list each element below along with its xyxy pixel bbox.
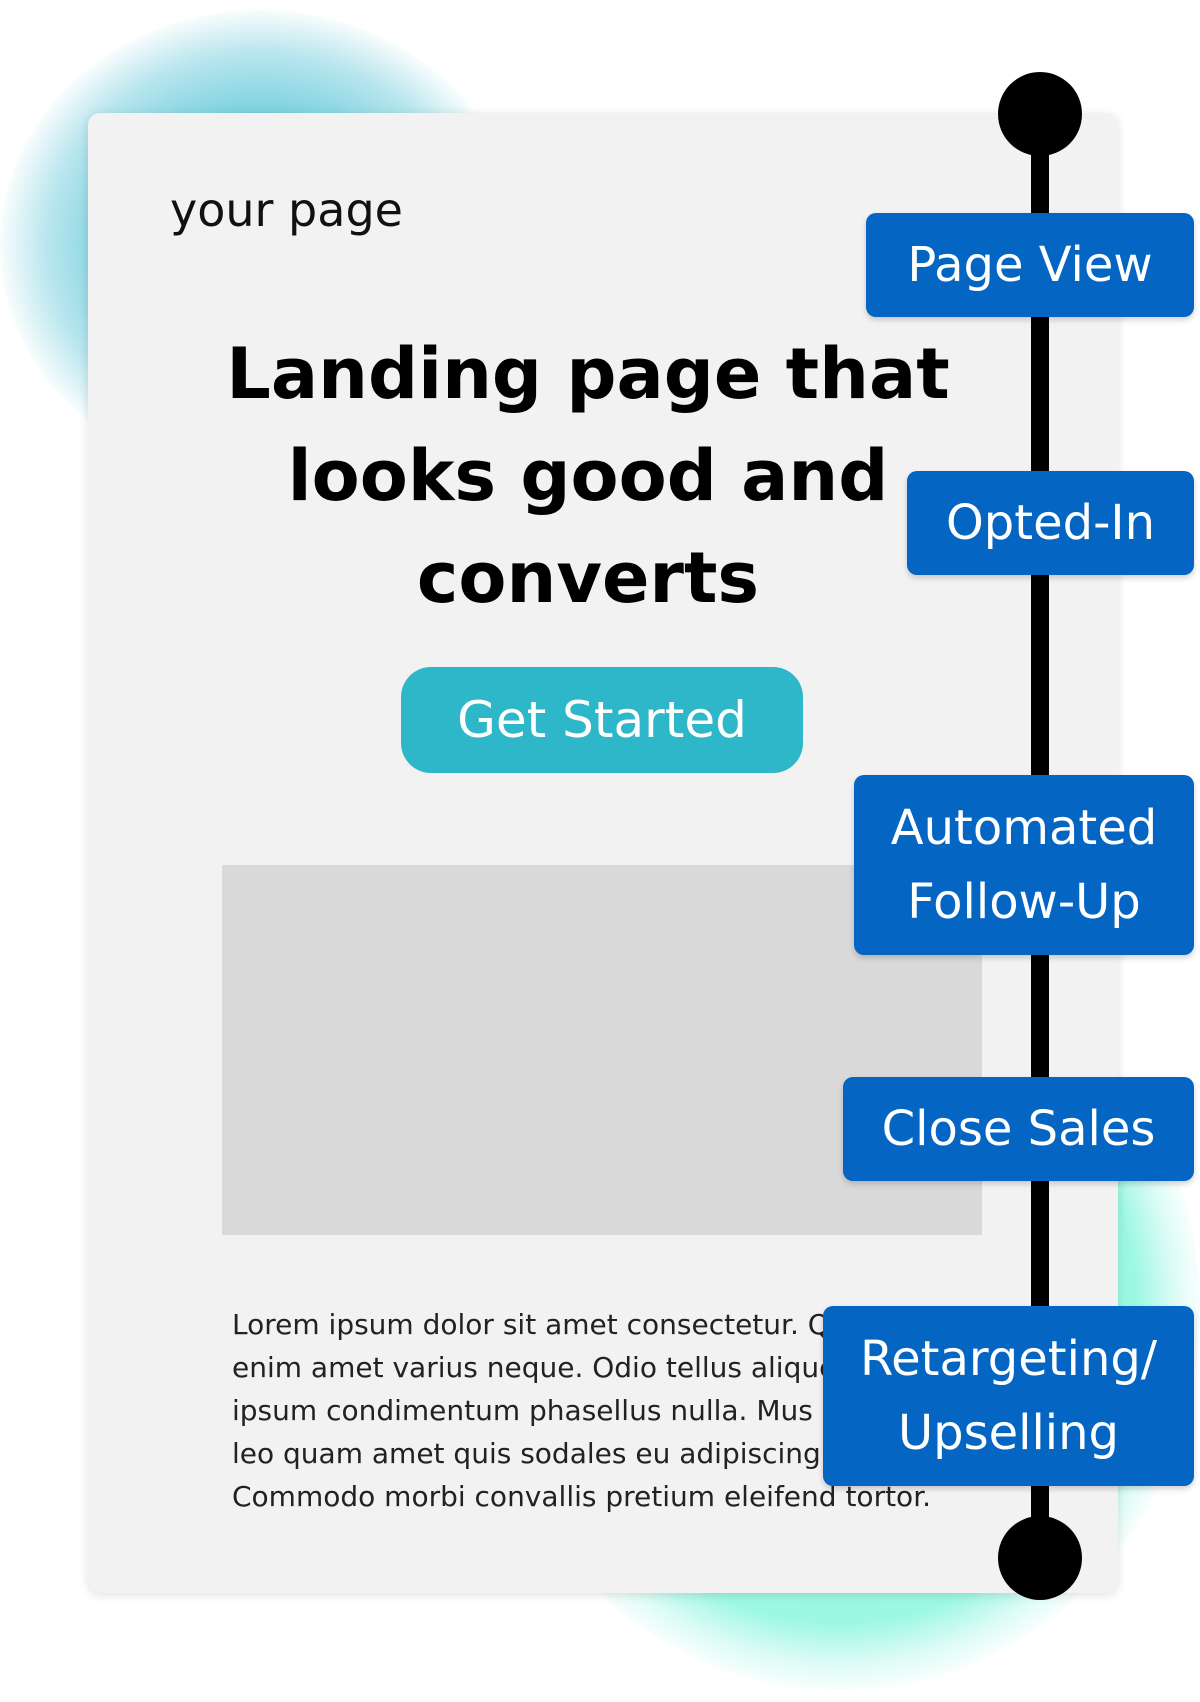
body-line: Commodo morbi convallis pretium eleifend… bbox=[232, 1480, 932, 1513]
body-paragraph: Lorem ipsum dolor sit amet consectetur. … bbox=[232, 1303, 1012, 1518]
stage-label: Close Sales bbox=[881, 1101, 1156, 1157]
body-line: leo quam amet quis sodales eu adipiscing… bbox=[232, 1437, 830, 1470]
stage-page-view: Page View bbox=[866, 213, 1194, 317]
stage-retargeting-upselling: Retargeting/ Upselling bbox=[823, 1306, 1194, 1486]
stage-automated-follow-up: Automated Follow-Up bbox=[854, 775, 1194, 955]
stage-label: Page View bbox=[907, 237, 1153, 293]
stage-label: Upselling bbox=[897, 1405, 1120, 1461]
stage-label: Automated bbox=[890, 800, 1158, 856]
stage-opted-in: Opted-In bbox=[907, 471, 1194, 575]
stage-label: Retargeting/ bbox=[859, 1331, 1158, 1387]
timeline-start-dot bbox=[998, 72, 1082, 156]
page-label: your page bbox=[170, 183, 403, 237]
stage-close-sales: Close Sales bbox=[843, 1077, 1194, 1181]
get-started-button[interactable]: Get Started bbox=[401, 667, 803, 773]
stage-label: Opted-In bbox=[946, 495, 1155, 551]
timeline-end-dot bbox=[998, 1516, 1082, 1600]
page-headline: Landing page that looks good and convert… bbox=[226, 333, 950, 619]
stage-label: Follow-Up bbox=[907, 874, 1141, 930]
body-line: ipsum condimentum phasellus nulla. Mus bbox=[232, 1394, 813, 1427]
body-line: Lorem ipsum dolor sit amet consectetur. … bbox=[232, 1308, 830, 1341]
body-line: enim amet varius neque. Odio tellus aliq… bbox=[232, 1351, 837, 1384]
